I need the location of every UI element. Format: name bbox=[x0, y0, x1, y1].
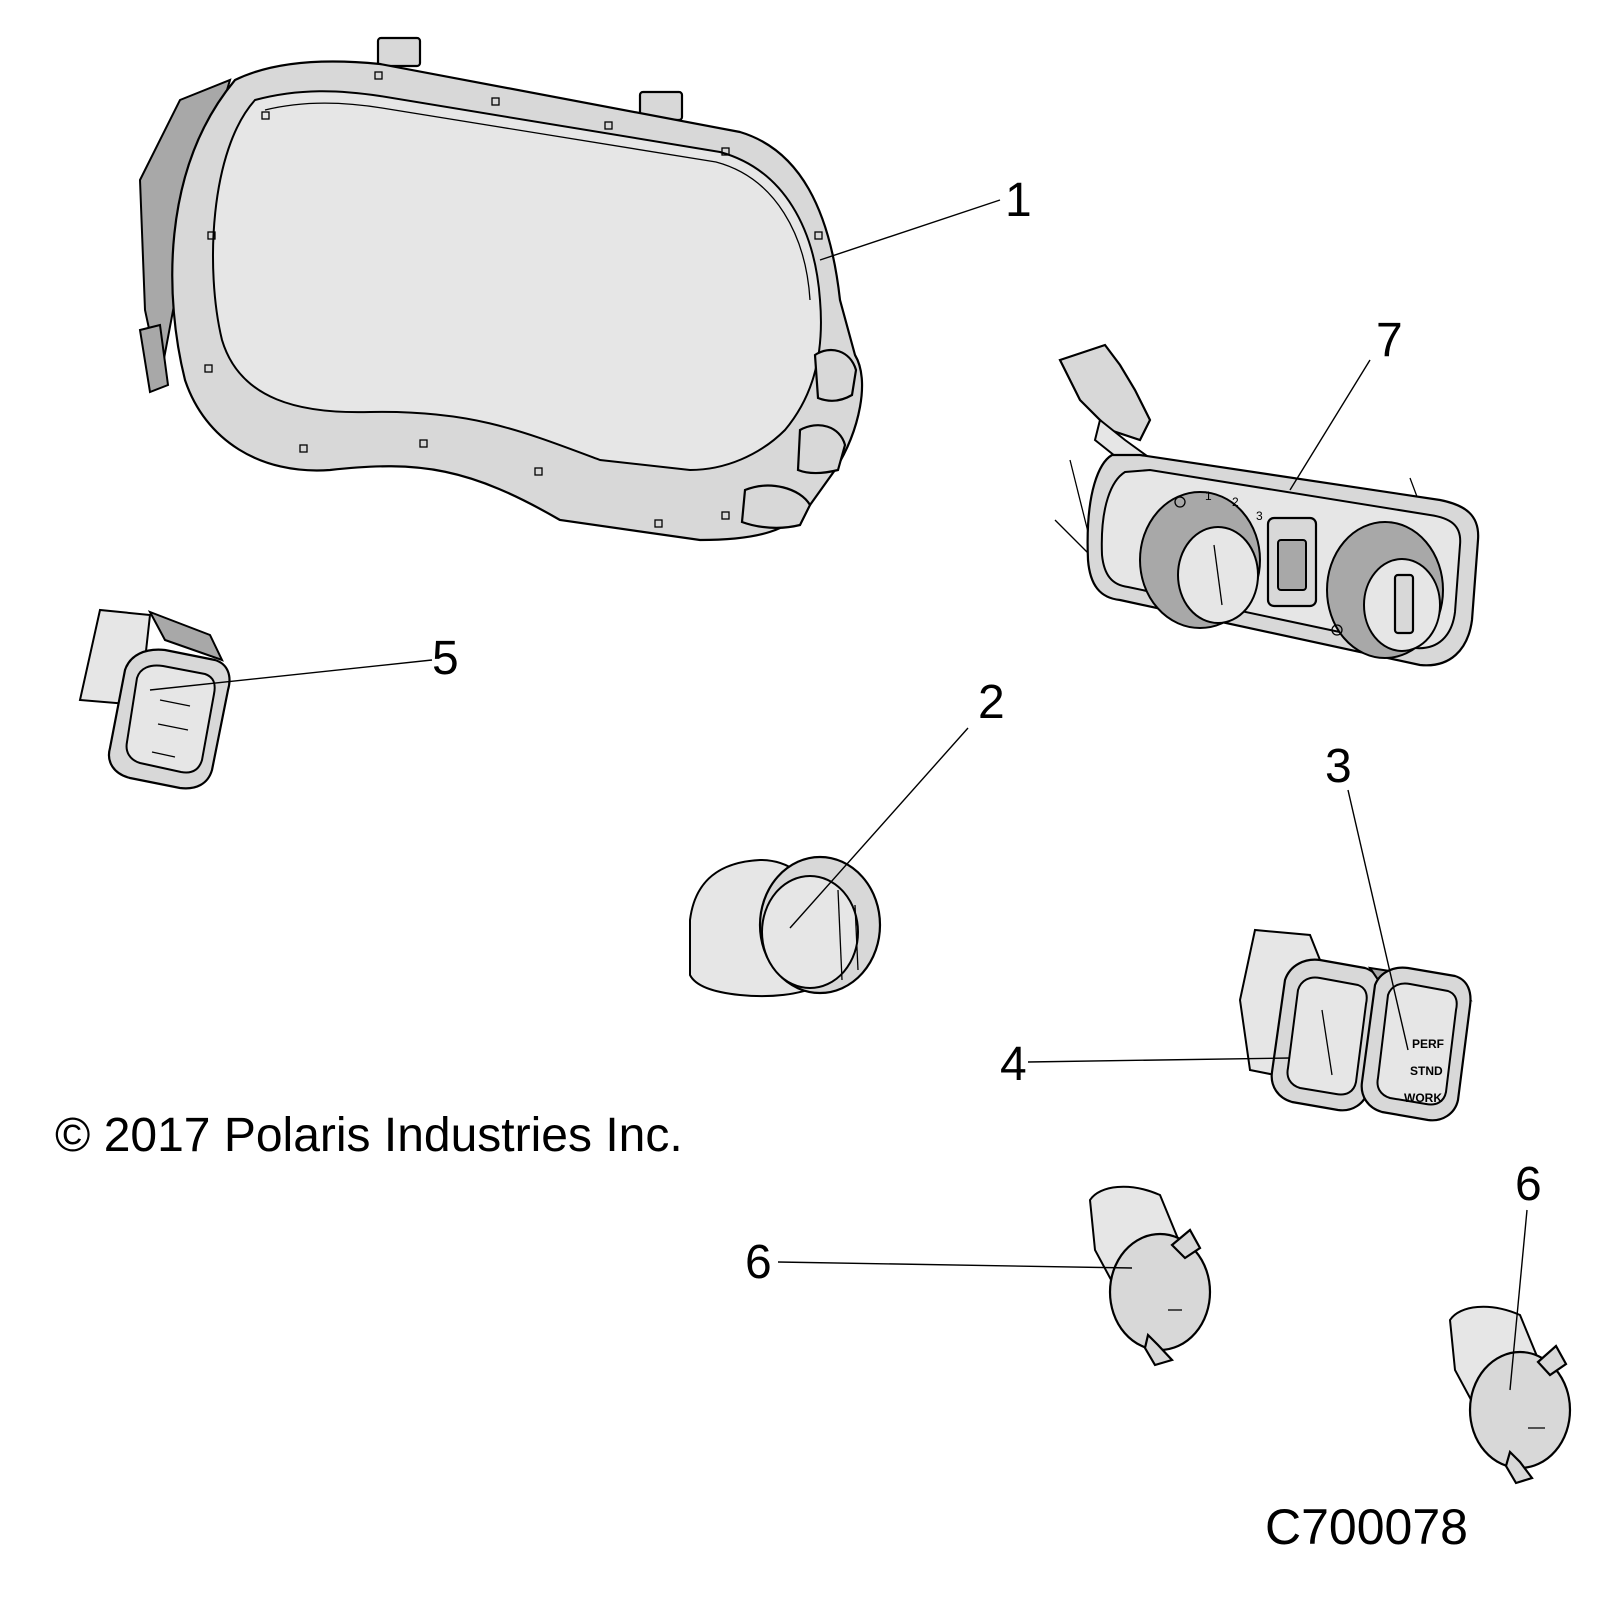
part-6-indicator-lamp-left bbox=[1088, 1185, 1212, 1367]
perf-label: PERF bbox=[1412, 1037, 1444, 1051]
work-label: WORK bbox=[1404, 1091, 1442, 1105]
leader-lines bbox=[149, 199, 1528, 1391]
cluster-clip-marks bbox=[204, 71, 823, 528]
fan-scale-1: 1 bbox=[1205, 489, 1212, 503]
callout-4: 4 bbox=[1000, 1038, 1027, 1091]
leader-2 bbox=[789, 727, 969, 929]
fan-scale-2: 2 bbox=[1232, 495, 1239, 509]
callout-7: 7 bbox=[1376, 314, 1403, 367]
mode-rocker-switch bbox=[1266, 516, 1318, 608]
fan-speed-knob bbox=[1139, 491, 1261, 629]
part-6-indicator-lamp-right bbox=[1448, 1305, 1572, 1485]
stnd-label: STND bbox=[1410, 1064, 1443, 1078]
callout-6-right: 6 bbox=[1515, 1158, 1542, 1211]
leader-1 bbox=[819, 199, 1001, 261]
leader-7 bbox=[1289, 359, 1371, 491]
temperature-knob bbox=[1326, 521, 1444, 659]
copyright-notice: © 2017 Polaris Industries Inc. bbox=[55, 1109, 683, 1162]
leader-5 bbox=[149, 659, 433, 691]
callout-6-left: 6 bbox=[745, 1236, 772, 1289]
part-1-instrument-cluster bbox=[138, 36, 864, 542]
leader-6b bbox=[1509, 1209, 1528, 1391]
callout-1: 1 bbox=[1005, 174, 1032, 227]
callout-2: 2 bbox=[978, 676, 1005, 729]
part-5-rocker-switch bbox=[78, 608, 231, 790]
leader-4 bbox=[1027, 1057, 1291, 1063]
drawing-code: C700078 bbox=[1265, 1499, 1468, 1555]
leader-6a bbox=[777, 1261, 1133, 1269]
part-3-performance-switch: PERF STND WORK bbox=[1360, 966, 1473, 1122]
fan-scale-3: 3 bbox=[1256, 509, 1263, 523]
leader-3 bbox=[1347, 789, 1409, 1051]
part-4-drive-mode-switch bbox=[1238, 928, 1382, 1112]
part-2-rotary-switch bbox=[689, 855, 882, 998]
part-7-climate-control-panel: 1 2 3 bbox=[1054, 343, 1480, 667]
callout-5: 5 bbox=[432, 632, 459, 685]
callout-3: 3 bbox=[1325, 740, 1352, 793]
